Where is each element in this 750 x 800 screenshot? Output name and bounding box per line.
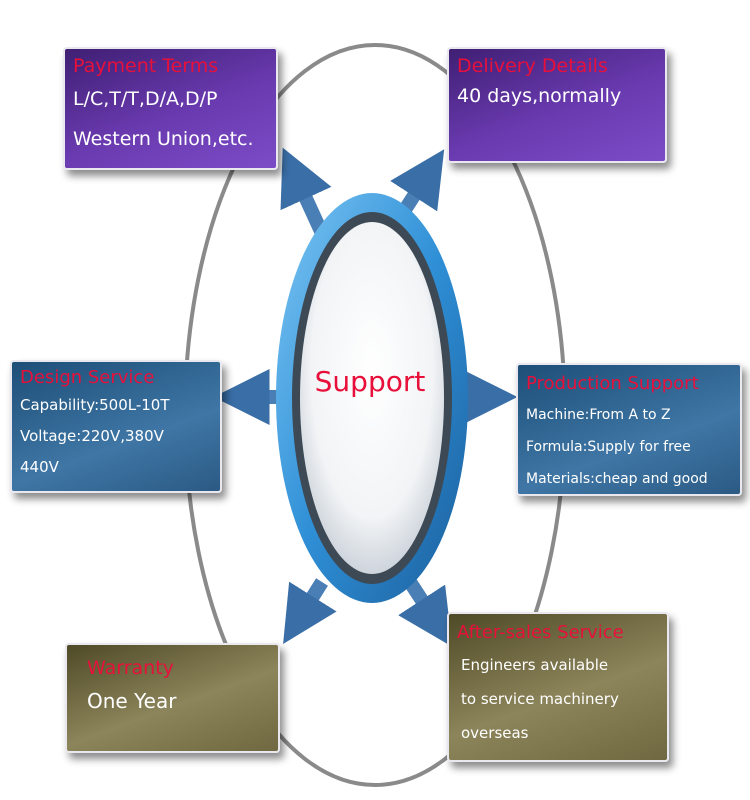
design-service-line-3: 440V xyxy=(20,458,59,476)
payment-terms-line-1: L/C,T/T,D/A,D/P xyxy=(73,88,218,110)
arrow-to-warranty xyxy=(283,578,337,644)
delivery-details-box: Delivery Details 40 days,normally xyxy=(447,47,667,163)
after-sales-service-line-2: to service machinery xyxy=(461,690,619,708)
design-service-box: Design Service Capability:500L-10T Volta… xyxy=(10,360,222,493)
payment-terms-line-2: Western Union,etc. xyxy=(73,128,254,150)
production-support-line-1: Machine:From A to Z xyxy=(526,407,671,423)
arrow-to-aftersales xyxy=(398,578,453,647)
production-support-line-3: Materials:cheap and good xyxy=(526,471,708,487)
design-service-line-2: Voltage:220V,380V xyxy=(20,427,164,445)
warranty-title: Warranty xyxy=(87,657,174,679)
production-support-line-2: Formula:Supply for free xyxy=(526,439,691,455)
delivery-details-line-1: 40 days,normally xyxy=(457,85,622,107)
warranty-line-1: One Year xyxy=(87,689,177,713)
design-service-title: Design Service xyxy=(20,367,155,388)
after-sales-service-box: After-sales Service Engineers available … xyxy=(447,612,669,762)
after-sales-service-title: After-sales Service xyxy=(457,622,624,643)
after-sales-service-line-3: overseas xyxy=(461,724,529,742)
center-disc xyxy=(300,222,444,574)
after-sales-service-line-1: Engineers available xyxy=(461,656,609,674)
production-support-box: Production Support Machine:From A to Z F… xyxy=(516,363,742,496)
delivery-details-title: Delivery Details xyxy=(457,55,608,77)
warranty-box: Warranty One Year xyxy=(65,643,280,753)
production-support-title: Production Support xyxy=(526,373,699,394)
payment-terms-box: Payment Terms L/C,T/T,D/A,D/P Western Un… xyxy=(63,47,278,170)
design-service-line-1: Capability:500L-10T xyxy=(20,396,170,414)
payment-terms-title: Payment Terms xyxy=(73,55,219,77)
center-support-label: Support xyxy=(314,365,426,398)
